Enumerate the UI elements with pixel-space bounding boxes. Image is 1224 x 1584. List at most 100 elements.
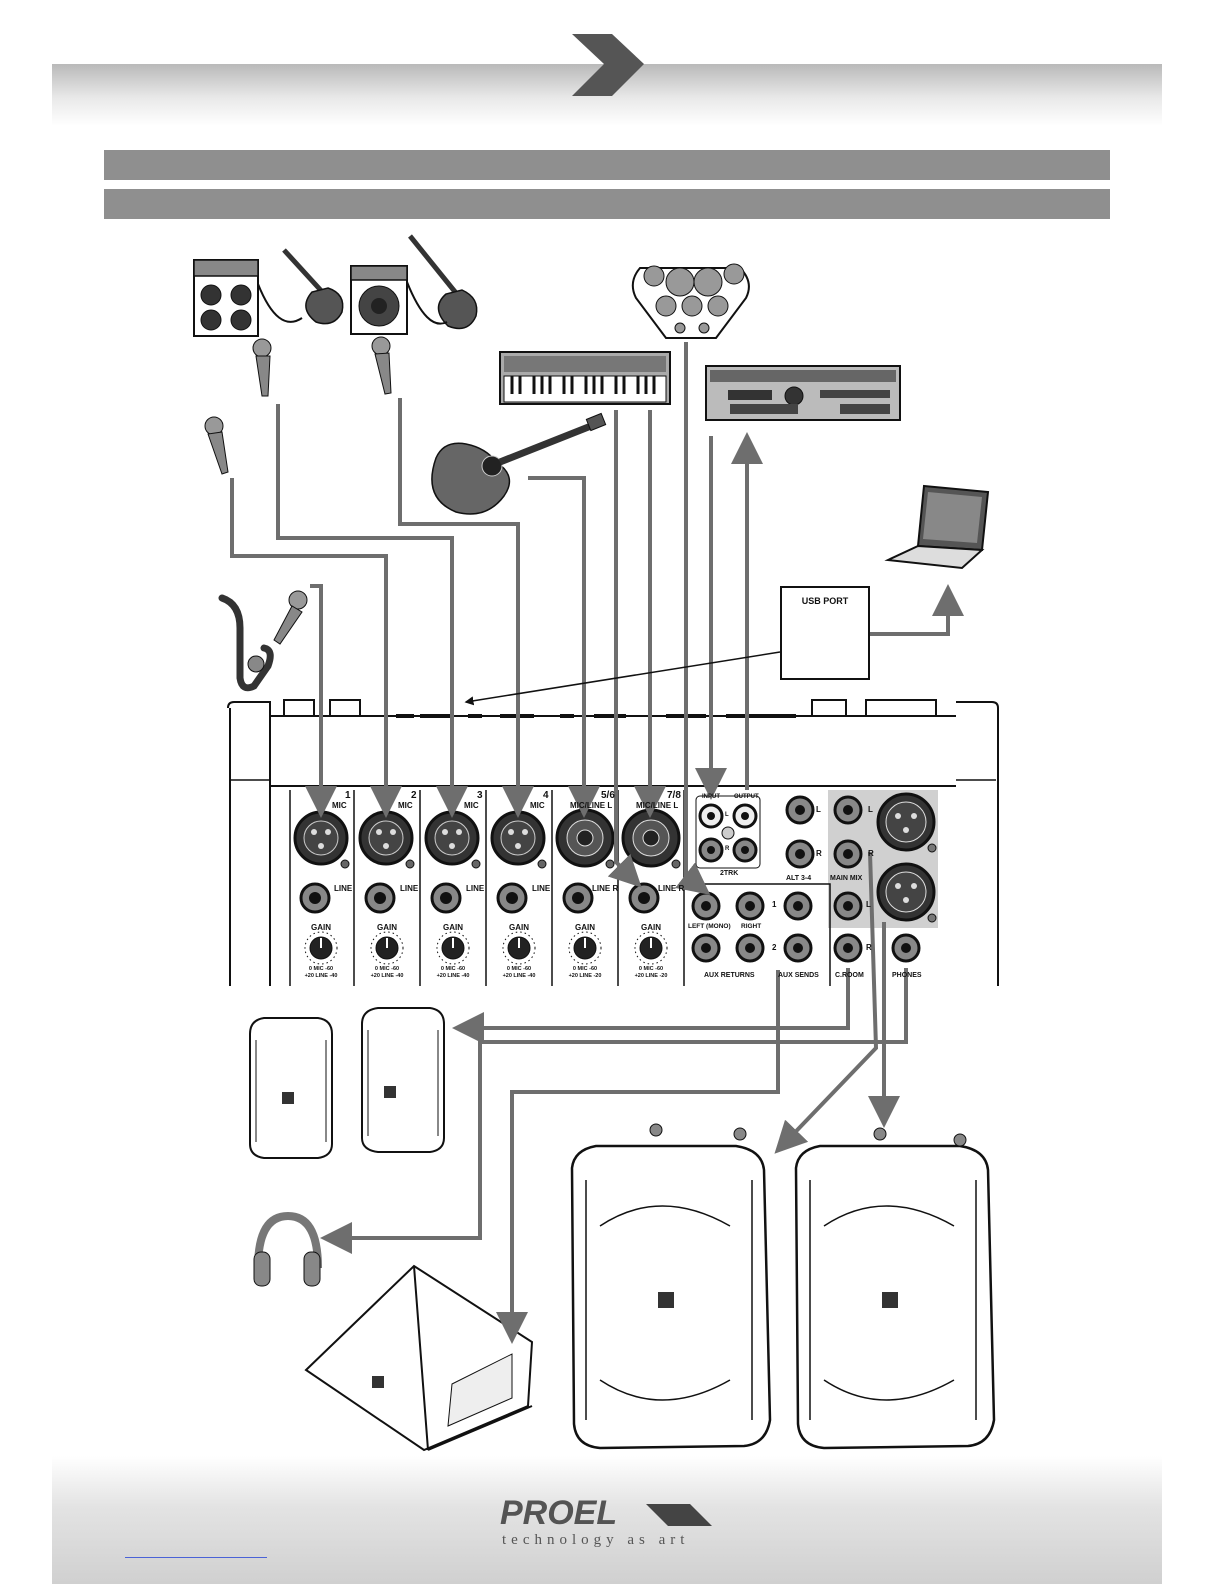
line-jack-icon <box>364 882 396 914</box>
gain-range: 0 MIC -60+20 LINE -20 <box>568 966 602 979</box>
aux-return-right-label: RIGHT <box>741 923 762 930</box>
xlr-input-icon <box>490 810 547 869</box>
trk-l-label: L <box>725 812 729 818</box>
gain-knob-icon <box>502 931 536 965</box>
electric-guitar-icon <box>257 248 344 325</box>
alt-l-label: L <box>816 805 821 814</box>
gain-label: GAIN <box>443 923 463 932</box>
aux-sends-label: AUX SENDS <box>778 972 819 979</box>
gain-label: GAIN <box>641 923 661 932</box>
main-speaker-left-icon <box>570 1123 772 1450</box>
gain-range: 0 MIC -60+20 LINE -40 <box>304 966 338 979</box>
monitor-speaker-icon <box>249 1017 333 1159</box>
main-speaker-right-icon <box>794 1127 996 1450</box>
saxophone-icon <box>218 594 274 692</box>
croom-l-label: L <box>866 900 871 909</box>
microphone-icon <box>273 590 308 645</box>
combo-input-icon <box>621 808 681 869</box>
trk-output-label: OUTPUT <box>734 794 759 800</box>
aux-return-jack-icon <box>691 891 765 963</box>
connection-cables <box>230 342 964 1344</box>
channel-kind: MIC <box>530 801 545 810</box>
microphone-icon <box>252 338 272 397</box>
aux-return-left-label: LEFT (MONO) <box>688 923 731 930</box>
line-label: LINE <box>532 884 551 893</box>
gain-knob-icon <box>436 931 470 965</box>
line-jack-icon <box>430 882 462 914</box>
gain-label: GAIN <box>311 923 331 932</box>
croom-jack-icon <box>833 891 863 963</box>
footer-link[interactable] <box>125 1557 267 1558</box>
main-l-label: L <box>868 805 873 814</box>
trk-input-label: INPUT <box>702 794 720 800</box>
channel-kind: MIC <box>464 801 479 810</box>
headphones-icon <box>253 1211 322 1287</box>
usb-port-title: USB PORT <box>801 596 849 606</box>
line-label: LINE <box>466 884 485 893</box>
trk-r-label: R <box>725 846 730 852</box>
monitor-speaker-icon <box>361 1007 445 1153</box>
combo-input-icon <box>555 808 615 869</box>
croom-r-label: R <box>866 943 872 952</box>
gain-range: 0 MIC -60+20 LINE -40 <box>436 966 470 979</box>
bass-amp-icon <box>350 265 408 335</box>
line-label: LINE R <box>658 884 685 893</box>
gain-label: GAIN <box>575 923 595 932</box>
footer-band <box>52 1456 1162 1584</box>
aux-send-1-label: 1 <box>772 900 777 909</box>
title-bar-2 <box>104 189 1110 219</box>
main-r-label: R <box>868 849 874 858</box>
line-jack-icon <box>299 882 331 914</box>
gain-label: GAIN <box>509 923 529 932</box>
channel-kind: MIC/LINE L <box>636 801 679 810</box>
guitar-amp-icon <box>193 259 259 337</box>
channel-number: 2 <box>411 790 417 801</box>
channel-number: 3 <box>477 790 483 801</box>
line-label: LINE <box>334 884 353 893</box>
xlr-input-icon <box>293 810 350 869</box>
alt-label: ALT 3-4 <box>786 875 812 882</box>
phones-label: PHONES <box>892 972 922 979</box>
microphone-icon <box>371 336 392 395</box>
usb-port-box: USB PORT <box>780 586 870 680</box>
line-label: LINE <box>400 884 419 893</box>
gain-range: 0 MIC -60+20 LINE -40 <box>370 966 404 979</box>
alt-jack-icon <box>785 795 815 869</box>
aux-send-jack-icon <box>783 891 813 963</box>
gain-knob-icon <box>304 931 338 965</box>
drum-pad-icon <box>631 263 750 339</box>
brand-logo: PROEL <box>500 1494 618 1532</box>
main-jack-icon <box>833 795 863 869</box>
xlr-output-icon <box>876 792 937 923</box>
gain-range: 0 MIC -60+20 LINE -40 <box>502 966 536 979</box>
gain-knob-icon <box>634 931 668 965</box>
gain-knob-icon <box>370 931 404 965</box>
usb-location-pointer <box>464 651 781 706</box>
keyboard-synth-icon <box>499 351 671 405</box>
gain-knob-icon <box>568 931 602 965</box>
bass-guitar-icon <box>406 234 478 330</box>
laptop-icon <box>884 484 990 570</box>
aux-send-2-label: 2 <box>772 943 777 952</box>
gain-label: GAIN <box>377 923 397 932</box>
line-jack-icon <box>562 882 594 914</box>
channel-number: 1 <box>345 790 351 801</box>
trk-label: 2TRK <box>720 870 739 877</box>
phones-jack-icon <box>891 933 921 963</box>
channel-kind: MIC/LINE L <box>570 801 613 810</box>
channel-number: 7/8 <box>667 790 681 801</box>
main-mix-label: MAIN MIX <box>830 875 863 882</box>
title-bar-1 <box>104 150 1110 180</box>
aux-returns-label: AUX RETURNS <box>704 972 755 979</box>
line-label: LINE R <box>592 884 619 893</box>
line-jack-icon <box>496 882 528 914</box>
wedge-monitor-icon <box>304 1264 534 1452</box>
croom-label: C.ROOM <box>835 972 864 979</box>
rca-jack-icon <box>695 795 761 869</box>
acoustic-guitar-icon <box>431 412 607 515</box>
gain-range: 0 MIC -60+20 LINE -20 <box>634 966 668 979</box>
channel-number: 4 <box>543 790 549 801</box>
